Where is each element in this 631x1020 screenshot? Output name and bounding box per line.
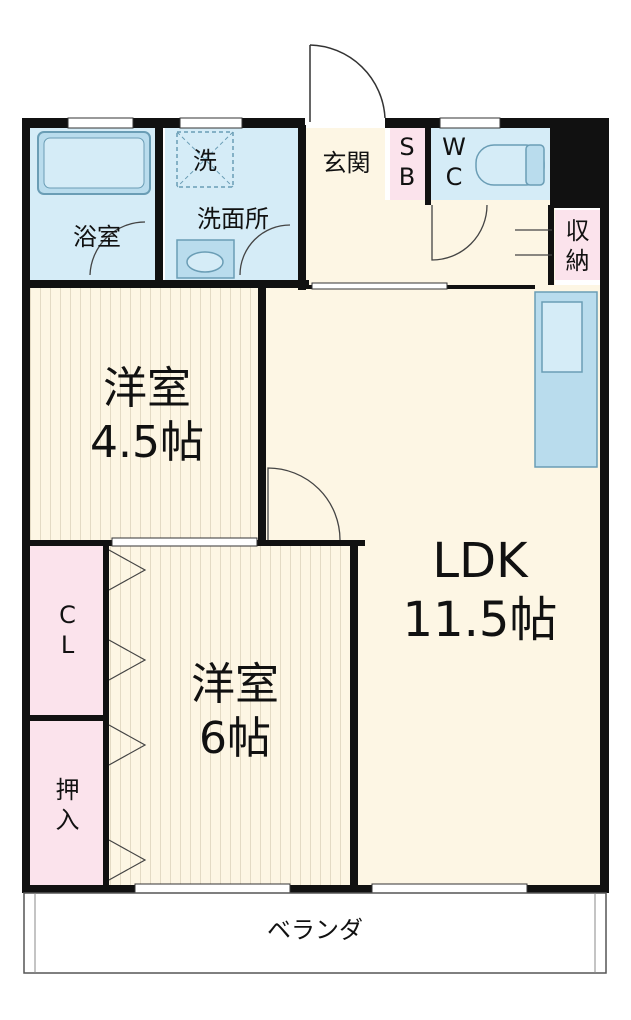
toilet-fixture — [475, 144, 545, 186]
label-western-room-1: 洋室 4.5帖 — [90, 363, 204, 468]
label-closet-cl: C L — [59, 601, 76, 659]
label-western-room-2: 洋室 6帖 — [191, 659, 279, 764]
veranda-outline — [23, 892, 607, 974]
entrance-door-swing — [309, 44, 386, 122]
label-veranda: ベランダ — [267, 916, 363, 944]
label-ldk: LDK 11.5帖 — [402, 533, 558, 648]
storage-floor — [555, 210, 600, 280]
closet-doors — [108, 549, 147, 881]
label-entrance: 玄関 — [322, 149, 371, 177]
kitchen-sink — [541, 301, 583, 373]
label-toilet: W C — [442, 133, 466, 191]
windows — [67, 117, 528, 894]
label-oshiire: 押 入 — [55, 776, 80, 834]
washer-space — [176, 131, 234, 188]
entrance-floor — [305, 128, 385, 200]
door-swings — [89, 204, 552, 541]
western1-floor — [30, 288, 260, 540]
bathtub-inner — [43, 137, 145, 189]
label-shoebox: S B — [398, 133, 416, 191]
hall-floor — [305, 200, 555, 285]
label-storage: 収 納 — [565, 217, 590, 275]
closet-oshiire-floor — [30, 720, 105, 890]
closet-cl-floor — [30, 545, 105, 715]
shoebox-floor — [390, 128, 425, 200]
label-washroom: 洗面所 — [197, 205, 269, 233]
western2-floor — [108, 545, 358, 890]
label-washer: 洗 — [193, 147, 217, 175]
label-bath: 浴室 — [73, 223, 121, 251]
